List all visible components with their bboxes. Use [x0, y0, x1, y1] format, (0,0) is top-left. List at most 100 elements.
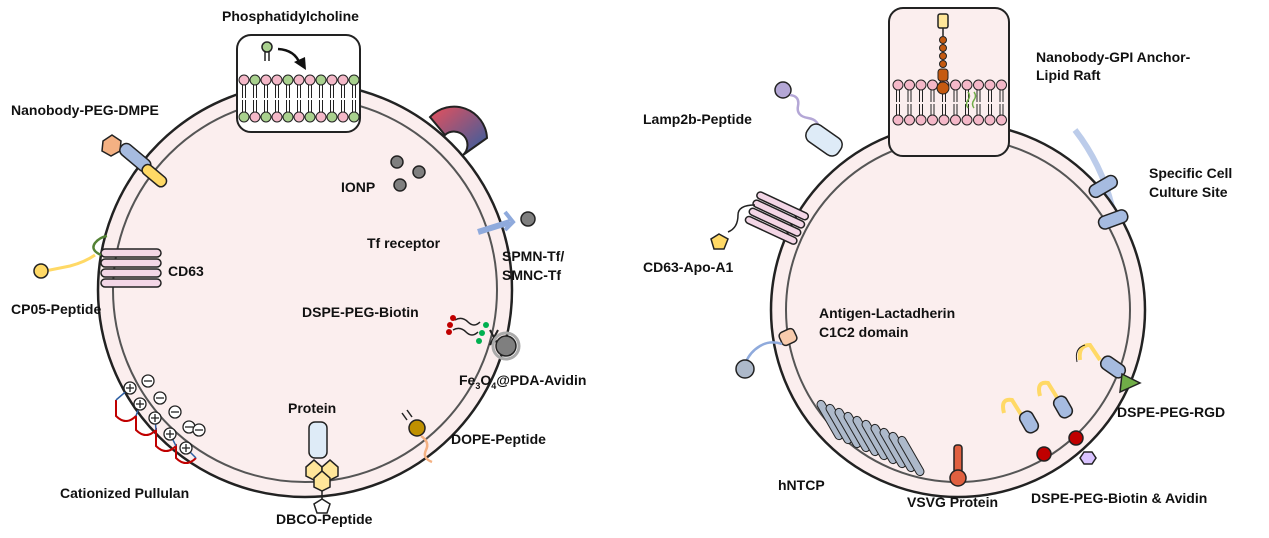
- lipid-head: [238, 74, 250, 86]
- lipid-head: [348, 74, 360, 86]
- gpi-sugar-bead: [939, 44, 947, 52]
- plus-mark: [136, 400, 144, 408]
- lipid-head: [348, 111, 360, 123]
- cd63-apo-a1-icon: [710, 191, 810, 250]
- lipid-head: [904, 79, 915, 91]
- label-hntcp: hNTCP: [778, 477, 825, 493]
- lipid-head: [973, 79, 984, 91]
- gpi-lipid-raft-inset: [888, 7, 1010, 157]
- phosphatidylcholine-inset: [236, 34, 361, 133]
- cd63-tetraspanin-icon: [92, 234, 162, 288]
- lipid-head: [996, 79, 1007, 91]
- left-panel: Phosphatidylcholine IONP Tf receptor: [11, 8, 586, 527]
- plus-mark: [166, 430, 174, 438]
- label-ionp: IONP: [341, 179, 375, 195]
- cholesterol-icon: [965, 91, 977, 109]
- tf-receptor-icon: [477, 210, 536, 235]
- label-antigen-1: Antigen-Lactadherin: [819, 305, 955, 321]
- lipid-head: [950, 79, 961, 91]
- lipid-head: [282, 74, 294, 86]
- plus-mark: [151, 414, 159, 422]
- plus-mark: [126, 384, 134, 392]
- ionp-particles: [390, 155, 426, 192]
- lipid-head: [238, 111, 250, 123]
- lipid-bilayer-inset: [238, 74, 360, 123]
- gpi-sugar-bead: [939, 36, 947, 44]
- lipid-head: [326, 74, 338, 86]
- dspe-peg-rgd-icon: [1075, 342, 1142, 394]
- label-cp05-peptide: CP05-Peptide: [11, 301, 101, 317]
- lipid-head: [915, 79, 927, 91]
- label-fe3o4-pda-avidin: Fe3O4@PDA-Avidin: [459, 372, 586, 391]
- vsvg-protein-icon: [949, 444, 967, 487]
- lipid-head: [337, 111, 349, 123]
- avidin-magnetic-particle-icon: [476, 322, 521, 361]
- label-protein: Protein: [288, 400, 336, 416]
- dspe-peg-biotin-icon: [446, 315, 481, 336]
- protein-dbco-icon: [305, 421, 339, 514]
- lipid-head: [271, 111, 283, 123]
- lipid-head: [973, 114, 984, 126]
- plus-mark: [182, 444, 190, 452]
- label-specific-cell-1: Specific Cell: [1149, 165, 1232, 181]
- lipid-head: [326, 111, 338, 123]
- lipid-head: [293, 74, 305, 86]
- lipid-head: [950, 114, 961, 126]
- lipid-head: [961, 79, 973, 91]
- lipid-head: [315, 111, 327, 123]
- label-tf-receptor: Tf receptor: [367, 235, 441, 251]
- cationized-pullulan-icon: [115, 374, 206, 464]
- label-nanobody-gpi-1: Nanobody-GPI Anchor-: [1036, 49, 1191, 65]
- lipid-head: [961, 114, 973, 126]
- lipid-head: [304, 74, 316, 86]
- gpi-anchor-head: [936, 81, 950, 95]
- lipid-head: [271, 74, 283, 86]
- lipid-head: [984, 79, 996, 91]
- transmembrane-helix: [897, 435, 925, 477]
- dspe-peg-biotin-avidin-icon: [1001, 380, 1097, 465]
- lipid-head: [915, 114, 927, 126]
- antigen-lactadherin-icon: [735, 327, 798, 379]
- lipid-head: [304, 111, 316, 123]
- hntcp-transporter-icon: [816, 399, 925, 477]
- gpi-sugar-bead: [939, 52, 947, 60]
- label-specific-cell-2: Culture Site: [1149, 184, 1228, 200]
- magnet-icon: [428, 105, 489, 156]
- arrowhead-icon: [294, 57, 306, 70]
- culture-site-markers: [1088, 174, 1129, 230]
- label-antigen-2: C1C2 domain: [819, 324, 908, 340]
- lipid-head: [337, 74, 349, 86]
- right-panel: Nanobody-GPI Anchor- Lipid Raft Lamp2b-P…: [643, 7, 1232, 510]
- nanobody-peg-dmpe-icon: [101, 134, 168, 188]
- lipid-head: [927, 114, 938, 126]
- lipid-head: [282, 111, 294, 123]
- label-lamp2b-peptide: Lamp2b-Peptide: [643, 111, 752, 127]
- label-cd63-apo-a1: CD63-Apo-A1: [643, 259, 733, 275]
- cp05-peptide-icon: [33, 253, 96, 279]
- label-spmn-tf-1: SPMN-Tf/: [502, 248, 564, 264]
- gpi-sugar-bead: [939, 60, 947, 68]
- label-phosphatidylcholine: Phosphatidylcholine: [222, 8, 359, 24]
- lipid-head: [996, 114, 1007, 126]
- label-vsvg-protein: VSVG Protein: [907, 494, 998, 510]
- dope-peptide-icon: [401, 409, 433, 464]
- single-lipid-icon: [261, 41, 273, 61]
- lipid-head: [927, 79, 938, 91]
- label-cd63: CD63: [168, 263, 204, 279]
- lipid-head: [249, 74, 261, 86]
- lipid-head: [904, 114, 915, 126]
- lipid-head: [249, 111, 261, 123]
- label-cationized-pullulan: Cationized Pullulan: [60, 485, 189, 501]
- label-dspe-peg-biotin: DSPE-PEG-Biotin: [302, 304, 419, 320]
- label-dspe-peg-biotin-avidin: DSPE-PEG-Biotin & Avidin: [1031, 490, 1207, 506]
- label-nanobody-peg-dmpe: Nanobody-PEG-DMPE: [11, 102, 159, 118]
- lipid-head: [315, 74, 327, 86]
- label-dspe-peg-rgd: DSPE-PEG-RGD: [1117, 404, 1225, 420]
- lipid-head: [984, 114, 996, 126]
- lamp2b-peptide-icon: [774, 81, 843, 157]
- lipid-head: [260, 74, 272, 86]
- lipid-head: [293, 111, 305, 123]
- lipid-head: [260, 111, 272, 123]
- lipid-head: [938, 114, 950, 126]
